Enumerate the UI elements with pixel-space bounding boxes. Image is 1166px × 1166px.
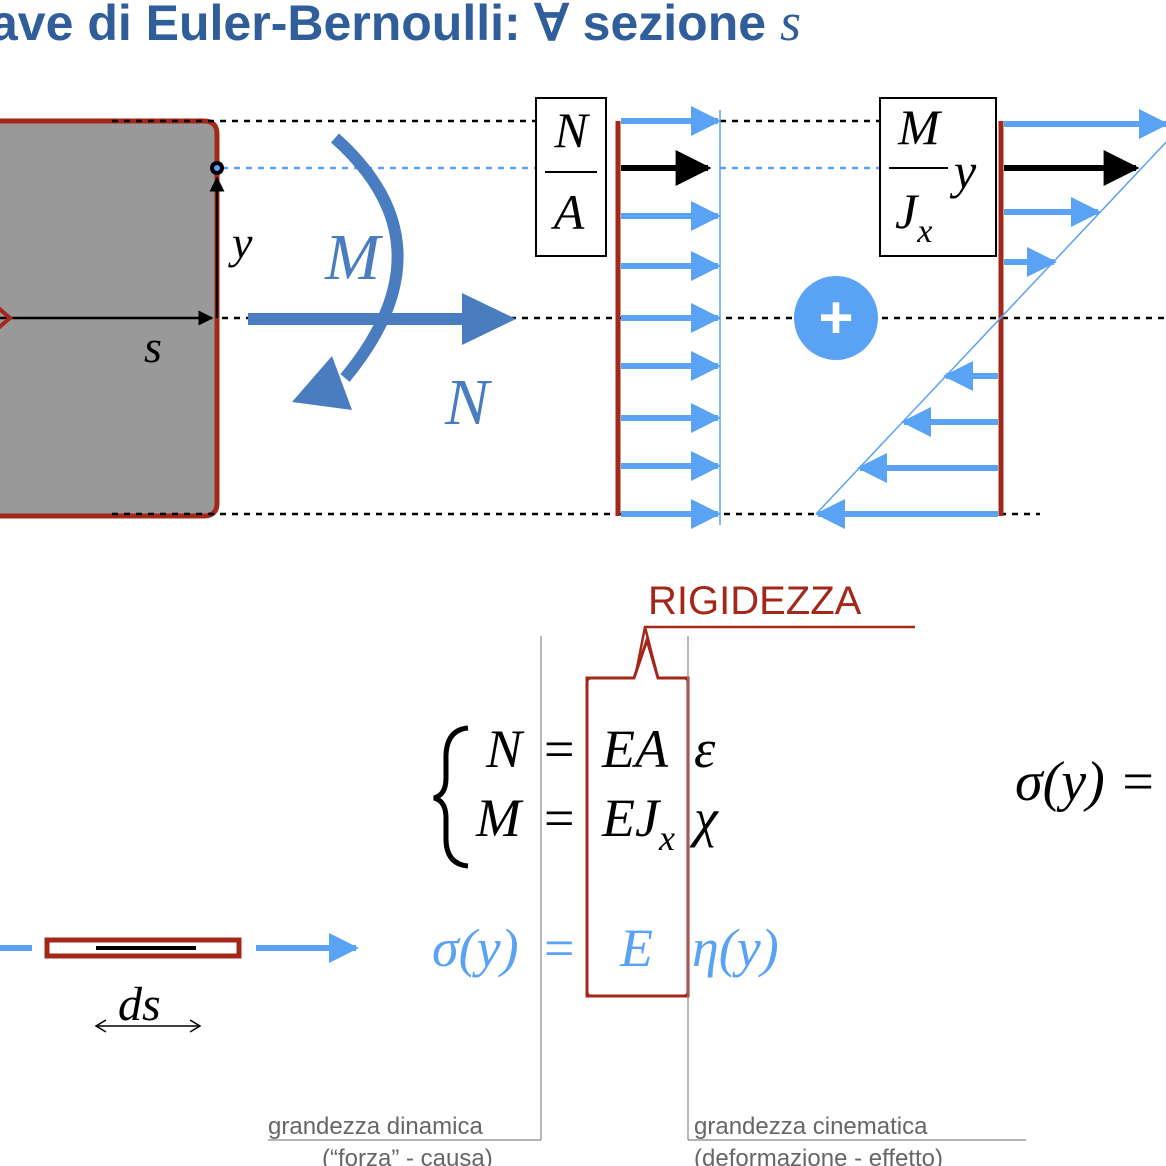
row1-eq: = — [544, 719, 574, 779]
axial-force-arrow — [248, 293, 516, 345]
hooke-law: σ(y) = E η(y) — [432, 918, 779, 978]
row2-deformation: χ — [689, 788, 719, 848]
rigidezza-pointer — [633, 625, 915, 679]
bending-factor: y — [949, 143, 977, 199]
moment-label: M — [324, 221, 384, 294]
hooke-eq: = — [544, 918, 574, 978]
bending-num: M — [897, 99, 942, 155]
page-title: ave di Euler-Bernoulli: ∀ sezione s — [0, 0, 801, 52]
row2-lhs: M — [475, 788, 524, 848]
page-title-text: ave di Euler-Bernoulli: ∀ sezione — [0, 0, 780, 51]
axial-force-label: N — [444, 366, 493, 439]
row2-eq: = — [544, 788, 574, 848]
beam-element — [0, 933, 359, 1033]
rigidezza-label: RIGIDEZZA — [648, 579, 862, 623]
row1-deformation: ε — [694, 719, 716, 779]
linear-stress-diagram — [815, 109, 1166, 529]
axial-stress-formula: N A — [535, 97, 607, 257]
y-label: y — [228, 217, 253, 268]
row1-stiffness: EA — [601, 719, 669, 779]
plus-sign: + — [818, 284, 853, 351]
uniform-stress-diagram — [615, 106, 721, 529]
hooke-rhs: η(y) — [692, 918, 779, 978]
note-dynamic-line1: grandezza dinamica — [268, 1113, 483, 1140]
axial-den: A — [551, 184, 585, 240]
y-coordinate-arrow — [209, 161, 225, 318]
note-dynamic-line2: (“forza” - causa) — [322, 1145, 493, 1166]
s-label: s — [144, 321, 162, 372]
constitutive-system: N = EA ε M = EJx χ — [433, 719, 719, 869]
note-kinematic: grandezza cinematica (deformazione - eff… — [688, 1113, 1026, 1166]
s-axis-arrow — [0, 306, 214, 330]
hooke-modulus: E — [619, 918, 653, 978]
superposition-plus: + — [794, 276, 878, 360]
axial-num: N — [553, 102, 590, 158]
row1-lhs: N — [485, 719, 525, 779]
bending-moment-arrow — [292, 133, 404, 410]
note-kinematic-line2: (deformazione - effetto) — [694, 1145, 943, 1166]
note-kinematic-line1: grandezza cinematica — [694, 1113, 928, 1140]
page-title-var: s — [780, 0, 801, 52]
sigma-right: σ(y) = — [1015, 751, 1157, 813]
hooke-lhs: σ(y) — [432, 918, 519, 978]
bending-den: Jx — [895, 183, 932, 250]
bending-stress-formula: M Jx y — [879, 97, 997, 257]
ds-label: ds — [118, 978, 161, 1031]
row2-stiffness: EJx — [601, 788, 675, 858]
note-dynamic: grandezza dinamica (“forza” - causa) — [268, 1113, 541, 1166]
